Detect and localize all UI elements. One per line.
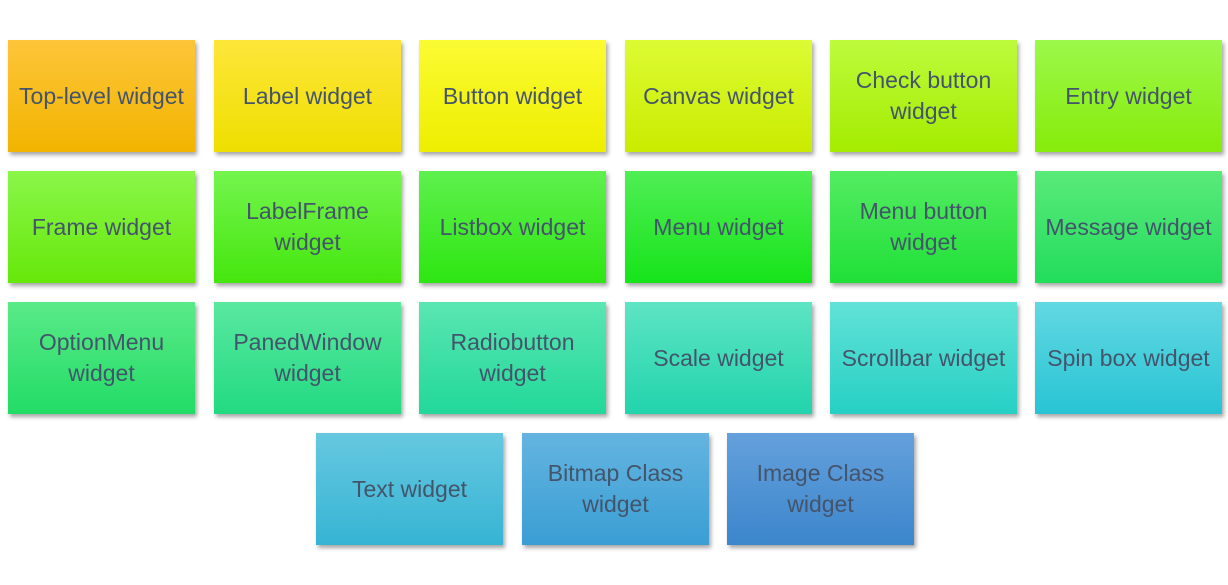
- widget-box-top-level-widget: Top-level widget: [8, 40, 195, 152]
- widget-box-check-button-widget: Check button widget: [830, 40, 1017, 152]
- widget-box-radiobutton-widget: Radiobutton widget: [419, 302, 606, 414]
- widget-box-bitmap-class-widget: Bitmap Class widget: [522, 433, 709, 545]
- widget-box-label-widget: Label widget: [214, 40, 401, 152]
- widget-box-canvas-widget: Canvas widget: [625, 40, 812, 152]
- widget-box-menu-widget: Menu widget: [625, 171, 812, 283]
- widget-box-panedwindow-widget: PanedWindow widget: [214, 302, 401, 414]
- widget-label: Canvas widget: [643, 82, 794, 109]
- widget-label: LabelFrame widget: [246, 198, 369, 255]
- widget-label: Message widget: [1045, 213, 1212, 240]
- widget-box-labelframe-widget: LabelFrame widget: [214, 171, 401, 283]
- widget-label: Image Class widget: [756, 460, 885, 517]
- widget-box-message-widget: Message widget: [1035, 171, 1222, 283]
- widget-label: Radiobutton widget: [450, 329, 575, 386]
- widget-label: Scrollbar widget: [841, 344, 1006, 371]
- widget-label: PanedWindow widget: [233, 329, 382, 386]
- widget-box-scrollbar-widget: Scrollbar widget: [830, 302, 1017, 414]
- widget-label: Entry widget: [1065, 82, 1192, 109]
- widget-label: Bitmap Class widget: [547, 460, 684, 517]
- widget-label: Menu widget: [653, 213, 784, 240]
- widget-label: Frame widget: [31, 213, 172, 240]
- widget-label: Scale widget: [653, 344, 784, 371]
- widget-box-frame-widget: Frame widget: [8, 171, 195, 283]
- widget-box-text-widget: Text widget: [316, 433, 503, 545]
- widget-label: Spin box widget: [1047, 344, 1210, 371]
- widget-box-scale-widget: Scale widget: [625, 302, 812, 414]
- widget-box-entry-widget: Entry widget: [1035, 40, 1222, 152]
- widget-label: Label widget: [242, 82, 373, 109]
- widget-label: Listbox widget: [439, 213, 586, 240]
- widget-label: Check button widget: [855, 67, 992, 124]
- widget-box-optionmenu-widget: OptionMenu widget: [8, 302, 195, 414]
- widget-label: Menu button widget: [859, 198, 988, 255]
- widget-box-listbox-widget: Listbox widget: [419, 171, 606, 283]
- widget-label: Button widget: [442, 82, 583, 109]
- widget-label: Top-level widget: [19, 82, 184, 109]
- widget-box-image-class-widget: Image Class widget: [727, 433, 914, 545]
- widget-box-menu-button-widget: Menu button widget: [830, 171, 1017, 283]
- widget-box-spin-box-widget: Spin box widget: [1035, 302, 1222, 414]
- widget-label: OptionMenu widget: [38, 329, 165, 386]
- widget-box-button-widget: Button widget: [419, 40, 606, 152]
- widget-label: Text widget: [351, 475, 468, 502]
